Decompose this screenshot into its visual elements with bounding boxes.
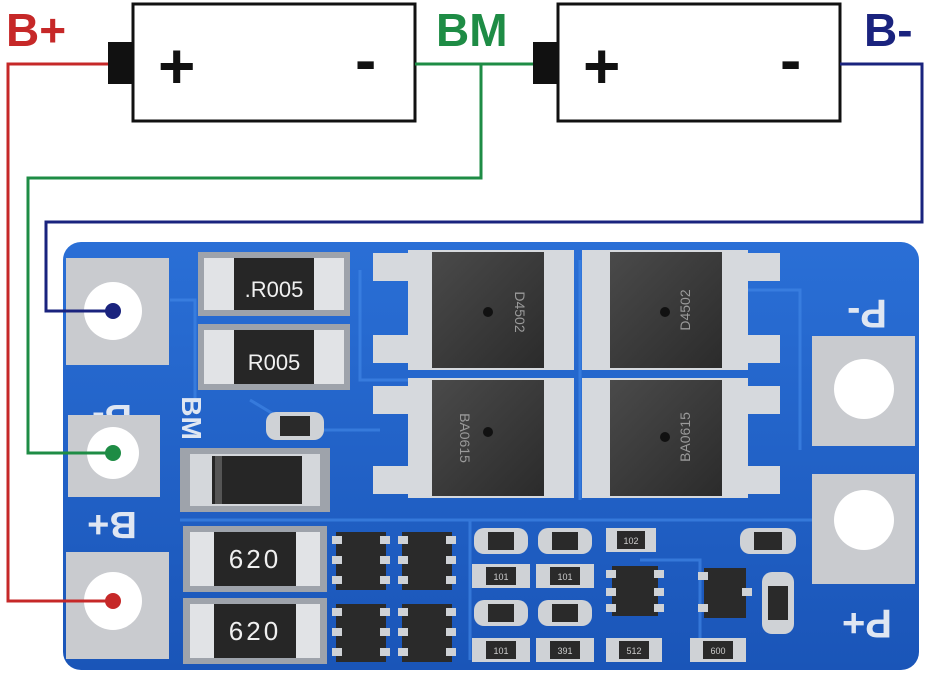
battery-1: + - (108, 2, 417, 123)
mosfet-1: D4502 (373, 250, 574, 370)
small-7-marking: 600 (710, 646, 725, 656)
resistor-1-marking: .R005 (245, 277, 304, 302)
mosfet-4-marking: BA0615 (677, 412, 693, 462)
small-1-marking: 101 (493, 572, 508, 582)
bm-label: BM (436, 4, 508, 56)
b-plus-label: B+ (6, 4, 66, 56)
resistor-r005-2: R005 (198, 324, 350, 390)
mosfet-4: BA0615 (582, 378, 780, 498)
b-minus-label: B- (864, 4, 913, 56)
small-resistor-bm (266, 412, 324, 440)
small-resistor-600: 600 (690, 638, 746, 662)
ic-1 (332, 532, 390, 590)
mosfet-3-marking: D4502 (677, 289, 693, 330)
small-resistor-101-a: 101 (472, 564, 530, 588)
small-4-marking: 101 (493, 646, 508, 656)
ic-5 (606, 566, 664, 616)
small-3-marking: 102 (623, 536, 638, 546)
small-resistor-101-c: 101 (472, 638, 530, 662)
pad-p-minus-label: P- (847, 291, 887, 335)
pad-b-plus-label: B+ (87, 503, 137, 545)
small-resistor-101-b: 101 (536, 564, 594, 588)
resistor-3-marking: 620 (229, 544, 281, 574)
diode (180, 448, 330, 512)
resistor-620-2: 620 (183, 598, 327, 664)
resistor-r005-1: .R005 (198, 252, 350, 316)
small-resistor-391: 391 (536, 638, 594, 662)
battery-2: + - (533, 2, 842, 123)
small-6-marking: 512 (626, 646, 641, 656)
resistor-4-marking: 620 (229, 616, 281, 646)
wire-b-plus (6, 62, 113, 603)
mosfet-2-marking: BA0615 (457, 413, 473, 463)
ic-3 (332, 604, 390, 662)
pad-p-plus: P+ (812, 474, 915, 645)
small-resistor-102: 102 (606, 528, 656, 552)
wire-bm (26, 62, 533, 455)
wire-b-minus (44, 62, 924, 313)
pad-p-plus-label: P+ (842, 601, 892, 645)
pad-bm-label: BM (176, 396, 207, 440)
mosfet-2: BA0615 (373, 378, 574, 498)
battery-2-plus-sign: + (583, 30, 620, 102)
pcb-board: B- BM B+ P- P+ (63, 242, 919, 670)
small-5-marking: 391 (557, 646, 572, 656)
small-resistor-512: 512 (606, 638, 662, 662)
small-2-marking: 101 (557, 572, 572, 582)
ic-6 (698, 568, 752, 618)
ic-4 (398, 604, 456, 662)
battery-2-minus-sign: - (780, 24, 801, 96)
resistor-2-marking: R005 (248, 350, 301, 375)
battery-1-minus-sign: - (355, 24, 376, 96)
resistor-620-1: 620 (183, 526, 327, 592)
mosfet-3: D4502 (582, 250, 780, 370)
pad-b-plus: B+ (66, 503, 169, 659)
pad-p-minus: P- (812, 291, 915, 446)
battery-1-plus-sign: + (158, 30, 195, 102)
ic-2 (398, 532, 456, 590)
mosfet-1-marking: D4502 (512, 291, 528, 332)
